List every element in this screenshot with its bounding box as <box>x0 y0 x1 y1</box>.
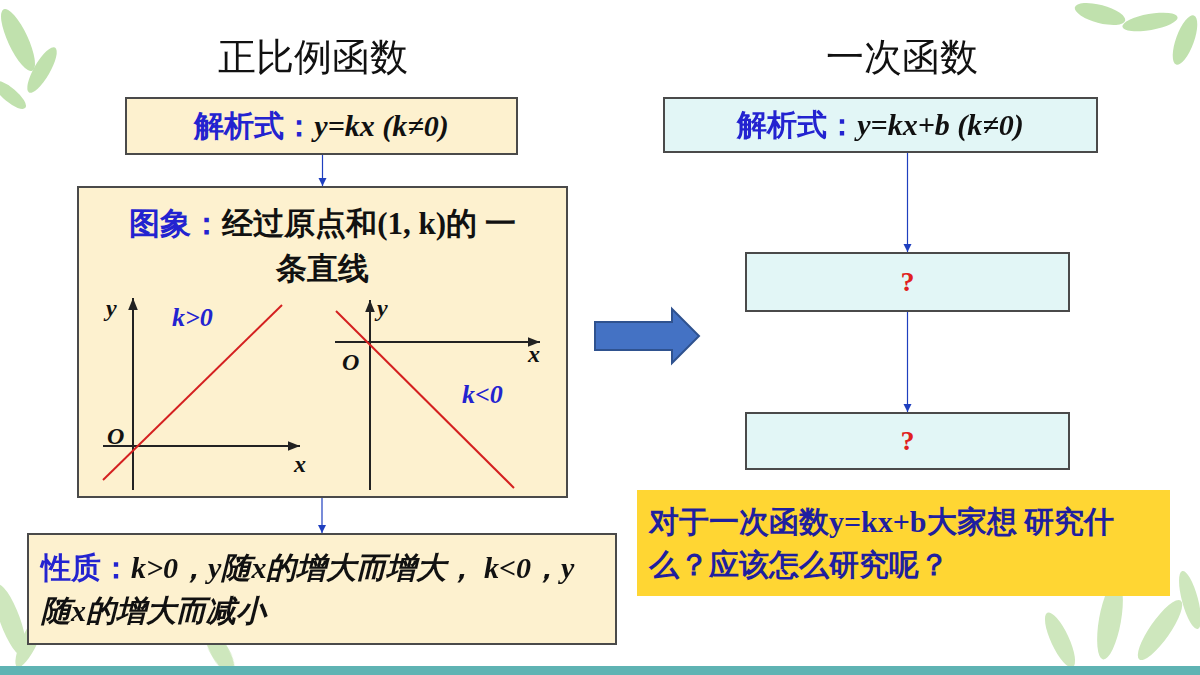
content-box: 图象：经过原点和(1, k)的 一条直线yk>0OxyxOk<0 <box>77 186 568 498</box>
box-text: ? <box>901 425 915 456</box>
node-text: ? <box>901 421 915 462</box>
axis-label: x <box>294 452 306 476</box>
y-axis <box>132 298 134 490</box>
flow-connector <box>907 153 908 252</box>
placeholder-box: ? <box>745 412 1070 470</box>
origin-label: O <box>107 424 124 448</box>
node-text: 性质：k>0，y随x的增大而增大， k<0，y随x的增大而减小 <box>41 546 603 633</box>
graph-line <box>336 311 514 488</box>
slope-label: k<0 <box>462 382 503 408</box>
box-text: 对于一次函数y=kx+b大家想 研究什么？应该怎么研究呢？ <box>649 505 1114 582</box>
column-heading: 一次函数 <box>826 38 978 76</box>
x-axis <box>103 445 300 447</box>
node-text: 图象：经过原点和(1, k)的 一条直线 <box>123 202 523 292</box>
flow-connector <box>321 498 322 533</box>
node-text: ? <box>901 262 915 303</box>
box-text: y=kx (k≠0) <box>314 109 448 142</box>
transition-arrow <box>595 309 699 363</box>
box-heading: 性质： <box>41 551 131 584</box>
box-text: 经过原点和(1, k)的 一条直线 <box>222 206 516 286</box>
ground-bar <box>0 666 1200 675</box>
placeholder-box: ? <box>745 252 1070 312</box>
axis-label: y <box>106 296 117 320</box>
column-heading: 正比例函数 <box>218 38 408 76</box>
box-text: ? <box>901 266 915 297</box>
y-axis <box>369 300 371 490</box>
flow-connector <box>322 155 323 186</box>
box-heading: 解析式： <box>737 108 857 141</box>
origin-label: O <box>342 350 359 374</box>
box-text: y=kx+b (k≠0) <box>857 108 1023 141</box>
axis-label: y <box>377 296 388 320</box>
flow-connector <box>907 312 908 412</box>
graph-line <box>103 305 282 480</box>
content-box: 解析式：y=kx+b (k≠0) <box>663 97 1098 153</box>
content-box: 解析式：y=kx (k≠0) <box>125 97 518 155</box>
slope-label: k>0 <box>172 305 213 331</box>
node-text: 对于一次函数y=kx+b大家想 研究什么？应该怎么研究呢？ <box>649 500 1158 587</box>
box-heading: 图象： <box>129 206 222 241</box>
content-box: 性质：k>0，y随x的增大而增大， k<0，y随x的增大而减小 <box>27 533 617 645</box>
axis-label: x <box>528 342 540 366</box>
node-text: 解析式：y=kx+b (k≠0) <box>737 103 1023 147</box>
box-heading: 解析式： <box>194 109 314 142</box>
node-text: 解析式：y=kx (k≠0) <box>194 104 448 148</box>
question-box: 对于一次函数y=kx+b大家想 研究什么？应该怎么研究呢？ <box>637 490 1170 596</box>
